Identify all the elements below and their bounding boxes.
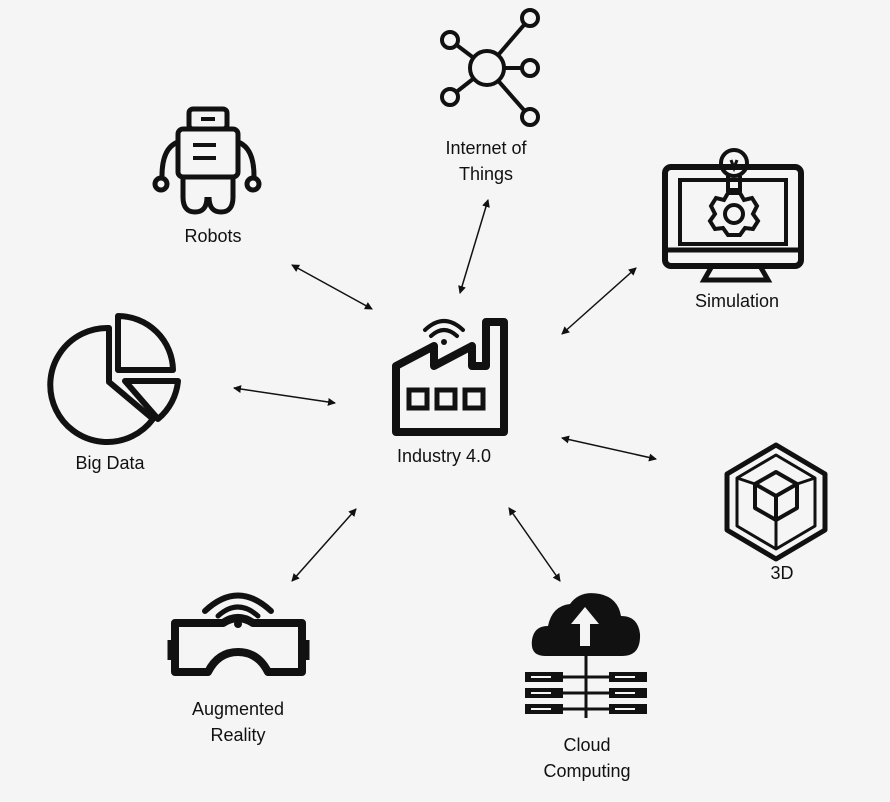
arrow-robots <box>291 264 373 310</box>
arrow-ar <box>291 508 357 582</box>
ar-label-line1: Augmented <box>191 699 285 719</box>
monitor-gear-bulb-icon <box>662 148 804 283</box>
network-icon <box>440 8 540 127</box>
cloud-label: Cloud Computing <box>512 732 662 784</box>
arrow-iot <box>458 199 490 294</box>
threed-label: 3D <box>770 563 794 583</box>
arrow-cloud <box>508 507 561 582</box>
iot-label: Internet of Things <box>411 135 561 187</box>
factory-icon <box>392 318 508 436</box>
ar-label: Augmented Reality <box>163 696 313 748</box>
iot-label-line1: Internet of <box>445 138 527 158</box>
simulation-label: Simulation <box>694 291 780 311</box>
cloud-server-icon <box>525 593 647 718</box>
pie-chart-icon <box>47 313 181 445</box>
cloud-label-line2: Computing <box>543 761 631 781</box>
arrow-simulation <box>561 267 637 335</box>
iot-label-line2: Things <box>458 164 514 184</box>
robots-label: Robots <box>184 226 242 246</box>
arrow-3d <box>561 435 657 462</box>
cloud-label-line1: Cloud <box>563 735 611 755</box>
vr-headset-icon <box>167 592 310 676</box>
bigdata-label: Big Data <box>75 453 145 473</box>
center-label: Industry 4.0 <box>396 446 492 466</box>
ar-label-line2: Reality <box>210 725 266 745</box>
arrow-bigdata <box>233 385 336 406</box>
cube-icon <box>724 442 828 562</box>
robot-icon <box>152 106 262 215</box>
